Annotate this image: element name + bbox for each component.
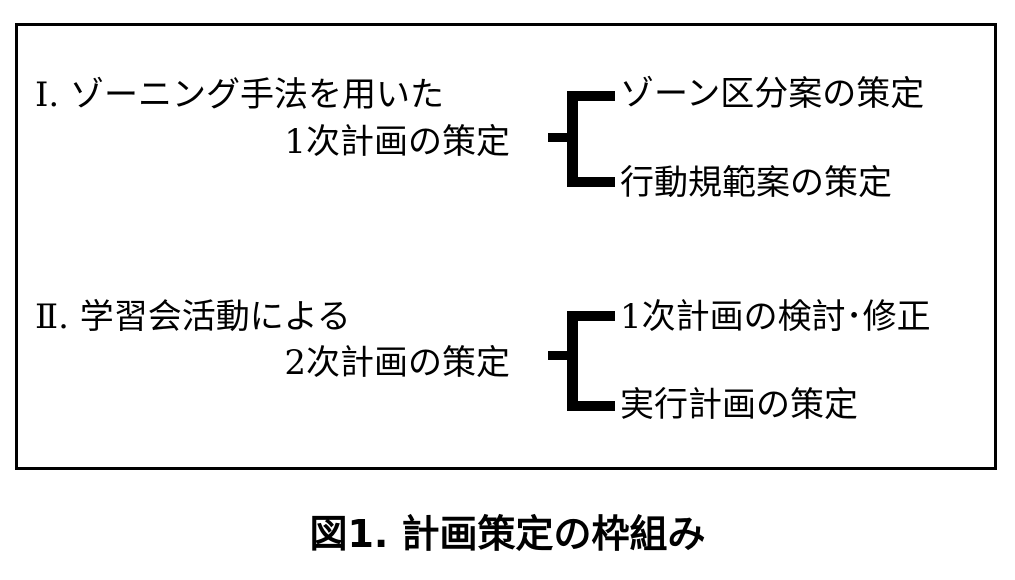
section-1-bracket-spine — [567, 93, 578, 185]
section-1-branch-1: ゾーン区分案の策定 — [620, 74, 925, 114]
figure-caption: 図1. 計画策定の枠組み — [309, 512, 706, 556]
section-1-branch-2: 行動規範案の策定 — [620, 163, 892, 203]
section-1-bracket-top-arm — [567, 91, 615, 101]
section-2-bracket-top-arm — [567, 311, 615, 321]
section-1-bracket-bottom-arm — [567, 177, 615, 187]
section-1-bracket-stem — [548, 133, 570, 142]
diagram-frame — [15, 23, 997, 470]
section-2-heading: Ⅱ. 学習会活動による — [35, 297, 351, 337]
section-2-branch-1: 1次計画の検討･修正 — [620, 297, 931, 337]
section-2-branch-2: 実行計画の策定 — [620, 385, 858, 425]
section-1-subheading: 1次計画の策定 — [284, 122, 510, 162]
section-1-heading: Ⅰ. ゾーニング手法を用いた — [35, 75, 445, 115]
section-2-subheading: 2次計画の策定 — [284, 343, 510, 383]
section-2-bracket-bottom-arm — [567, 401, 615, 411]
section-2-bracket-spine — [567, 313, 578, 409]
section-2-bracket-stem — [548, 351, 570, 360]
